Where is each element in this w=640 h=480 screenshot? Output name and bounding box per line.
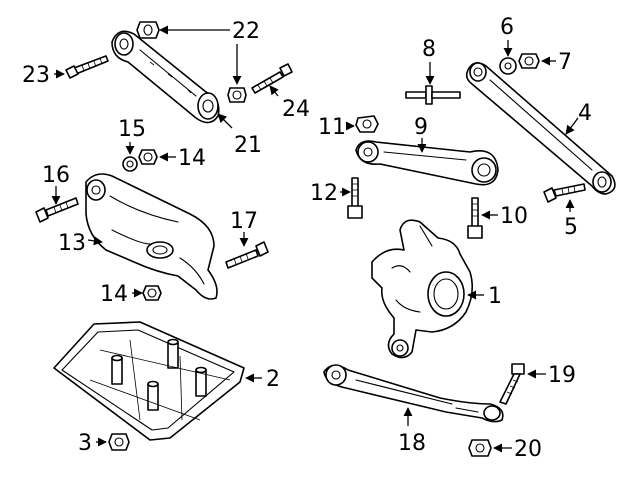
part-8-pin bbox=[405, 85, 461, 105]
part-5-bolt bbox=[543, 183, 586, 203]
callout-18: 18 bbox=[398, 431, 426, 456]
callout-4: 4 bbox=[578, 101, 592, 126]
part-7-nut bbox=[518, 53, 540, 69]
callout-21: 21 bbox=[234, 133, 262, 158]
part-12-bolt bbox=[347, 177, 363, 219]
callout-24: 24 bbox=[282, 97, 310, 122]
leader-lines bbox=[51, 25, 579, 453]
part-4-link bbox=[465, 62, 616, 195]
callout-1: 1 bbox=[488, 284, 502, 309]
part-17-bolt bbox=[225, 241, 269, 269]
part-1-knuckle bbox=[371, 219, 474, 359]
part-11-nut bbox=[355, 115, 379, 133]
callout-17: 17 bbox=[230, 209, 258, 234]
part-14-nut-upper bbox=[138, 149, 158, 165]
part-23-bolt bbox=[65, 55, 109, 79]
callout-9: 9 bbox=[414, 115, 428, 140]
callout-labels: 1 2 3 4 5 6 7 8 9 10 11 12 13 14 14 15 1… bbox=[22, 15, 592, 462]
callout-6: 6 bbox=[500, 15, 514, 40]
part-2-cover-plate bbox=[53, 321, 245, 441]
callout-20: 20 bbox=[514, 437, 542, 462]
part-13-lower-control-arm bbox=[85, 173, 218, 300]
part-3-nut bbox=[108, 433, 130, 451]
part-14-nut-lower bbox=[142, 285, 162, 301]
callout-10: 10 bbox=[500, 204, 528, 229]
part-21-upper-control-arm bbox=[111, 30, 220, 124]
callout-23: 23 bbox=[22, 63, 50, 88]
callout-7: 7 bbox=[558, 50, 572, 75]
part-10-bolt bbox=[467, 197, 483, 239]
callout-2: 2 bbox=[266, 367, 280, 392]
part-9-lateral-link bbox=[355, 140, 499, 186]
part-22-nut bbox=[136, 21, 160, 39]
callout-3: 3 bbox=[78, 431, 92, 456]
callout-19: 19 bbox=[548, 363, 576, 388]
callout-22: 22 bbox=[232, 19, 260, 44]
part-16-bolt bbox=[35, 197, 79, 223]
callout-12: 12 bbox=[310, 181, 338, 206]
part-6-washer bbox=[499, 57, 517, 75]
part-22-washer-nut bbox=[227, 87, 247, 103]
part-20-nut bbox=[468, 439, 492, 457]
callout-5: 5 bbox=[564, 215, 578, 240]
callout-16: 16 bbox=[42, 163, 70, 188]
part-24-bolt bbox=[251, 63, 293, 94]
part-19-bolt bbox=[499, 363, 525, 405]
callout-15: 15 bbox=[118, 117, 146, 142]
callout-13: 13 bbox=[58, 231, 86, 256]
callout-14-lower: 14 bbox=[100, 282, 128, 307]
callout-14-upper: 14 bbox=[178, 146, 206, 171]
callout-11: 11 bbox=[318, 115, 346, 140]
part-18-lower-link bbox=[323, 364, 504, 423]
part-15-washer bbox=[122, 156, 138, 172]
callout-8: 8 bbox=[422, 37, 436, 62]
